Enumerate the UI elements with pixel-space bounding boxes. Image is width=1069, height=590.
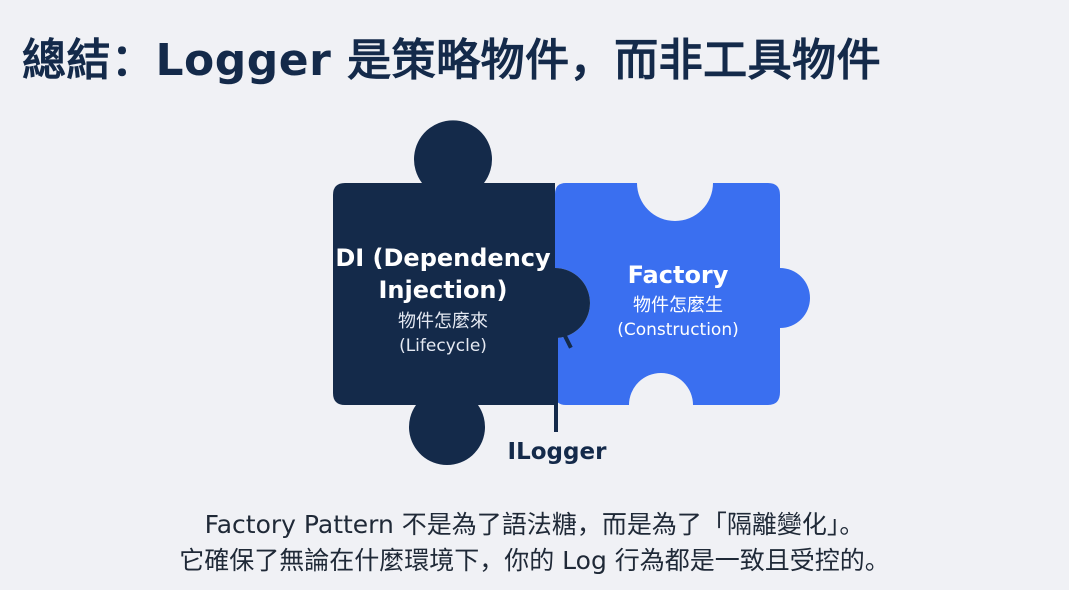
di-title-line1: DI (Dependency: [335, 244, 551, 272]
di-note: (Lifecycle): [399, 336, 487, 356]
di-title-line2: Injection): [379, 276, 508, 304]
summary-line-2: 它確保了無論在什麼環境下，你的 Log 行為都是一致且受控的。: [179, 546, 890, 575]
interface-label: ILogger: [508, 439, 608, 465]
interface-arrow-head: [539, 313, 573, 349]
factory-puzzle-piece: [555, 183, 810, 405]
summary-line-1: Factory Pattern 不是為了語法糖，而是為了「隔離變化」。: [204, 510, 865, 539]
factory-note: (Construction): [617, 320, 739, 340]
factory-subtitle: 物件怎麼生: [633, 295, 723, 316]
di-puzzle-piece: [333, 120, 590, 465]
page-title: 總結：Logger 是策略物件，而非工具物件: [22, 35, 882, 86]
factory-title: Factory: [628, 261, 729, 289]
di-subtitle: 物件怎麼來: [398, 311, 488, 332]
